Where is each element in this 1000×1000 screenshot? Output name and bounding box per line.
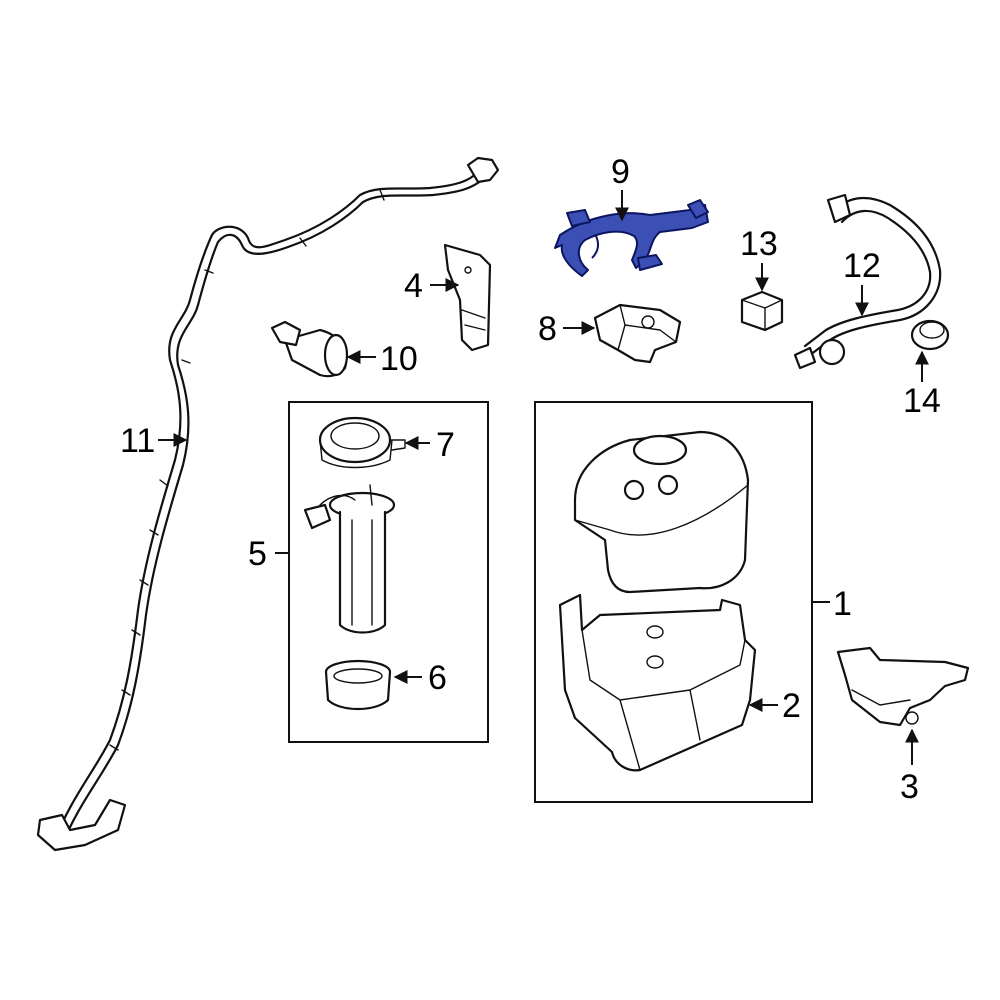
part-6-seal[interactable] (324, 659, 392, 710)
callout-7: 7 (436, 426, 455, 464)
part-9-wiring-harness[interactable] (554, 199, 709, 277)
part-11-fuel-line[interactable] (36, 156, 500, 852)
callout-13: 13 (740, 225, 778, 263)
part-10-filter[interactable] (270, 320, 349, 378)
callout-5: 5 (248, 535, 267, 573)
callout-11: 11 (120, 422, 155, 460)
part-13-sensor[interactable] (740, 290, 784, 332)
callout-6: 6 (428, 659, 447, 697)
part-8-module[interactable] (593, 303, 682, 364)
part-7-lock-ring[interactable] (318, 416, 406, 469)
callout-labels: 1 2 3 4 5 6 7 8 9 10 11 12 13 14 (120, 153, 941, 806)
part-14-cap[interactable] (910, 319, 950, 351)
callout-1: 1 (833, 585, 852, 623)
pump-assembly-box (288, 401, 489, 743)
callout-9: 9 (611, 153, 630, 191)
part-5-fuel-pump[interactable] (303, 484, 396, 634)
callout-10: 10 (380, 340, 418, 378)
part-2-tank-shield[interactable] (558, 593, 757, 772)
callout-arrows (158, 190, 929, 765)
callout-14: 14 (903, 382, 941, 420)
callout-8: 8 (538, 310, 557, 348)
callout-3: 3 (900, 768, 919, 806)
part-12-vent-hose[interactable] (793, 193, 942, 370)
part-4-bracket[interactable] (443, 243, 492, 352)
callout-12: 12 (843, 247, 881, 285)
part-3-bracket[interactable] (836, 646, 970, 727)
callout-4: 4 (404, 267, 423, 305)
callout-2: 2 (782, 687, 801, 725)
part-1-tank[interactable] (573, 430, 750, 594)
